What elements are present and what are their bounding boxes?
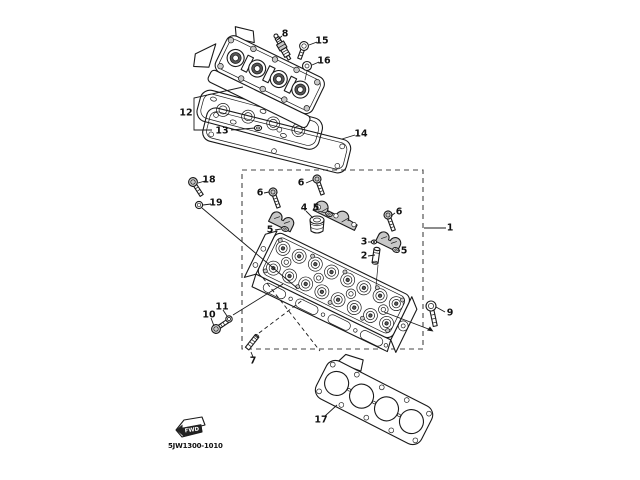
callout-6: 6	[396, 207, 403, 218]
callout-19: 19	[209, 198, 222, 209]
callout-3: 3	[361, 237, 368, 248]
fwd-icon: FWD	[175, 416, 206, 438]
callout-6: 6	[298, 178, 305, 189]
cover-grommet-16	[301, 60, 313, 81]
leader-lines	[193, 35, 446, 417]
valve-cotter-3	[370, 239, 378, 245]
callout-12: 12	[179, 108, 192, 119]
parts-group-box	[241, 169, 424, 350]
callout-10: 10	[202, 310, 216, 321]
gasket-bolt-holes	[316, 361, 432, 444]
diagram-code: 5JW1300-1010	[168, 442, 223, 450]
cover-left-wing	[193, 43, 217, 68]
plug-tube-seals	[216, 103, 306, 137]
cam-cap-bolt-6a	[312, 174, 325, 196]
leader-arrowhead	[427, 326, 434, 332]
callout-5: 5	[267, 225, 274, 236]
head-gasket	[314, 353, 434, 446]
cover-bolts	[217, 36, 321, 112]
callout-5: 5	[401, 246, 408, 257]
callout-11: 11	[215, 302, 228, 313]
bolt-18	[188, 177, 204, 197]
callout-4: 4	[301, 203, 308, 214]
cam-cap-left	[267, 211, 295, 233]
callout-2: 2	[361, 251, 368, 262]
stud-7	[244, 333, 260, 351]
head-ports	[262, 282, 389, 348]
callout-5: 5	[313, 203, 320, 214]
valve-pad-5c	[392, 246, 400, 254]
callout-15: 15	[315, 36, 328, 47]
callout-8: 8	[282, 29, 289, 40]
callout-6: 6	[257, 188, 264, 199]
callout-7: 7	[250, 356, 257, 367]
spark-plug-wells	[281, 257, 389, 315]
callout-18: 18	[202, 175, 216, 186]
callout-1: 1	[447, 223, 454, 234]
cam-cap-right	[374, 231, 402, 253]
valve-guide-2	[371, 246, 381, 265]
cam-cap-center	[312, 200, 358, 231]
bolt-9	[425, 300, 438, 328]
cylinder-head-cover	[193, 26, 325, 129]
callout-9: 9	[447, 308, 454, 319]
callout-13: 13	[215, 126, 228, 137]
ignition-coil-tubes	[226, 48, 310, 99]
valve-lifter-4	[309, 215, 325, 234]
callout-17: 17	[314, 415, 327, 426]
cover-bolt-15	[297, 41, 309, 60]
cover-gasket-outer	[202, 107, 352, 174]
cam-cap-bolt-6b	[268, 187, 281, 209]
gasket-bores	[324, 370, 425, 435]
washer-19	[194, 200, 204, 210]
valve-springs	[265, 241, 404, 331]
cover-seal	[253, 124, 263, 132]
cylinder-head	[243, 230, 418, 353]
callout-16: 16	[317, 56, 331, 67]
cam-cap-bolt-6c	[383, 210, 396, 232]
valve-guide-axis	[375, 264, 379, 287]
valve-pad-5b	[281, 226, 289, 232]
fwd-label: FWD	[184, 426, 200, 434]
callout-14: 14	[354, 129, 368, 140]
washer-11	[225, 315, 233, 323]
